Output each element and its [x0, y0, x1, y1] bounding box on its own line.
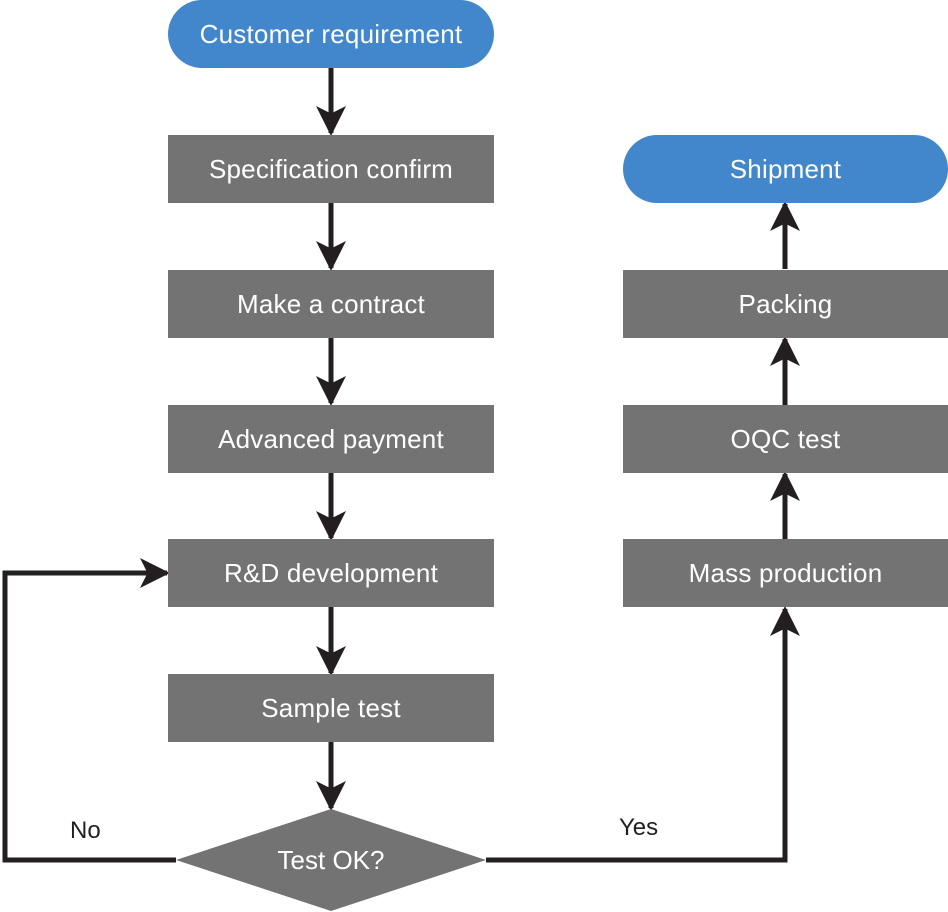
decision-diamond [176, 809, 486, 911]
node-customer-requirement: Customer requirement [168, 0, 494, 68]
node-specification-confirm: Specification confirm [168, 135, 494, 203]
node-shipment: Shipment [623, 135, 948, 203]
node-mass-production: Mass production [623, 539, 948, 607]
node-decision-label: Test OK? [277, 844, 385, 875]
edge-label-no: No [70, 817, 101, 844]
node-oqc-test: OQC test [623, 405, 948, 473]
node-sample-test: Sample test [168, 674, 494, 742]
arrow-yes-path [486, 606, 800, 863]
edge-label-yes: Yes [619, 814, 659, 841]
arrow-no-loop [2, 558, 176, 863]
node-advanced-payment: Advanced payment [168, 405, 494, 473]
node-rd-development: R&D development [168, 539, 494, 607]
node-packing: Packing [623, 270, 948, 338]
node-make-contract: Make a contract [168, 270, 494, 338]
